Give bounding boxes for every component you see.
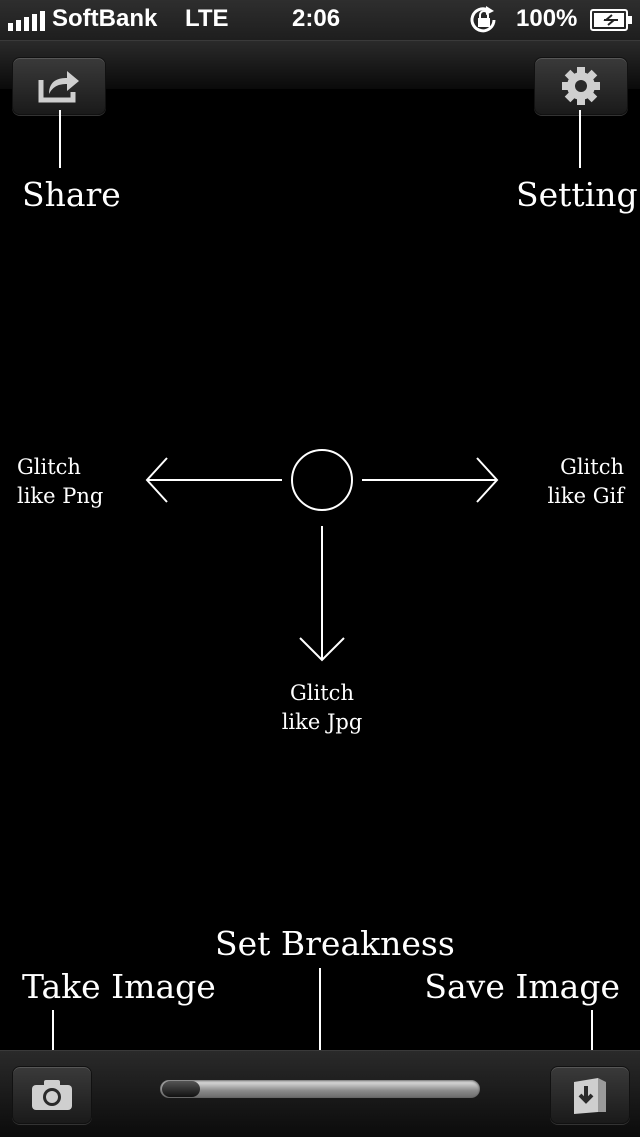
- take-image-callout-line: [52, 1010, 54, 1068]
- glitch-png-label: Glitch like Png: [17, 455, 104, 508]
- carrier-name: SoftBank: [52, 5, 158, 32]
- clock: 2:06: [292, 5, 341, 32]
- save-image-label: Save Image: [424, 967, 620, 1006]
- top-toolbar: [0, 41, 640, 89]
- status-bar: SoftBank LTE 2:06 100%: [0, 0, 640, 41]
- share-callout-line: [59, 110, 61, 168]
- settings-button[interactable]: [534, 57, 628, 115]
- set-breakness-label: Set Breakness: [215, 924, 455, 963]
- camera-icon: [32, 1080, 72, 1110]
- gear-icon: [562, 67, 600, 105]
- right-arrow-icon: [362, 457, 499, 503]
- setting-label: Setting: [516, 175, 638, 214]
- breakness-slider[interactable]: [160, 1080, 480, 1098]
- breakness-callout-line: [319, 968, 321, 1068]
- glitch-jpg-label: Glitch like Jpg: [281, 681, 363, 734]
- network-type: LTE: [185, 5, 229, 32]
- share-icon: [38, 71, 79, 103]
- touch-point-circle: [291, 449, 353, 511]
- share-label: Share: [22, 175, 121, 214]
- share-button[interactable]: [12, 57, 106, 115]
- battery-percent: 100%: [516, 5, 578, 32]
- gesture-guide-diagram: [145, 449, 499, 662]
- setting-callout-line: [579, 110, 581, 168]
- take-image-label: Take Image: [22, 967, 216, 1006]
- rotation-lock-icon: [470, 6, 496, 33]
- signal-strength-icon: [8, 11, 48, 31]
- save-image-button[interactable]: [550, 1066, 630, 1124]
- battery-icon: [590, 9, 632, 31]
- glitch-gif-label: Glitch like Gif: [547, 455, 624, 508]
- left-arrow-icon: [145, 457, 282, 503]
- save-to-album-icon: [574, 1078, 606, 1114]
- save-image-callout-line: [591, 1010, 593, 1068]
- down-arrow-icon: [299, 526, 345, 662]
- breakness-slider-fill: [162, 1081, 200, 1097]
- take-image-button[interactable]: [12, 1066, 92, 1124]
